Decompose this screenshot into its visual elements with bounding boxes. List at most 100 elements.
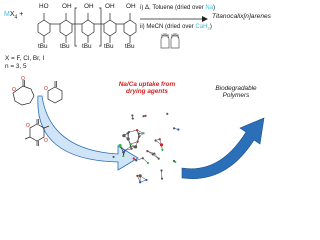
bond — [124, 146, 131, 151]
tert-butyl-label: tBu — [60, 43, 70, 50]
atom — [126, 137, 130, 141]
bond — [136, 129, 144, 134]
atom — [130, 147, 133, 150]
lactide-structure: O O — [24, 119, 50, 146]
atom — [151, 153, 154, 156]
aryl-ring — [59, 19, 73, 37]
bond — [154, 153, 159, 159]
uptake-label: Na/Ca uptake from drying agents — [112, 81, 182, 96]
atom — [123, 149, 126, 152]
hydroxyl-label: OH — [62, 3, 72, 10]
svg-text:O: O — [44, 86, 48, 92]
atom — [153, 152, 156, 155]
bond — [136, 157, 143, 161]
bond — [140, 179, 147, 183]
atom — [129, 143, 132, 146]
atom — [112, 155, 115, 159]
atom — [160, 177, 164, 180]
tert-butyl-label: tBu — [125, 43, 135, 50]
atom — [133, 145, 138, 149]
bond — [161, 170, 163, 179]
atom — [172, 127, 176, 130]
atom — [174, 160, 177, 164]
condition-step-1: i) Δ, Toluene (dried over Na) — [140, 5, 215, 11]
tert-butyl-label: tBu — [38, 43, 48, 50]
plus-sign: + — [19, 11, 24, 18]
condition-step-2: ii) MeCN (dried over CaH2) — [140, 24, 212, 32]
hydroxyl-label: OH — [126, 3, 136, 10]
svg-text:O: O — [44, 138, 48, 144]
atom — [138, 135, 141, 138]
atom — [136, 140, 139, 143]
atom — [131, 114, 134, 117]
aryl-ring — [81, 19, 95, 37]
hydroxyl-label: OH — [84, 3, 94, 10]
svg-text:O: O — [12, 87, 16, 93]
calixarene-structure — [37, 7, 137, 47]
ring-count-options: n = 3, 5 — [5, 63, 27, 70]
input-curved-arrow — [37, 95, 139, 171]
atom — [122, 134, 126, 138]
atom — [161, 148, 164, 152]
repeat-bracket — [99, 7, 102, 47]
drying-agent-subscript: 2 — [207, 26, 210, 32]
hydroxyl-label: OH — [105, 3, 115, 10]
atom — [145, 178, 148, 182]
atom — [157, 157, 160, 160]
atom — [122, 154, 125, 158]
bond — [147, 150, 155, 154]
polymers-label: Biodegradable Polymers — [206, 85, 266, 100]
bond — [137, 175, 141, 183]
uptake-label-line-2: drying agents — [126, 88, 168, 96]
metal-symbol: M — [4, 11, 10, 18]
atom — [135, 159, 138, 162]
halide-options: X = F, Cl, Br, I — [5, 55, 45, 62]
condition-step-1-close: ) — [213, 5, 216, 11]
atom — [177, 128, 180, 131]
reaction-arrow — [140, 16, 208, 22]
bond — [152, 154, 159, 159]
atom — [139, 181, 142, 184]
crystal-structure — [112, 112, 180, 184]
bond — [128, 129, 137, 133]
condition-step-2-text: ii) MeCN (dried over — [140, 24, 196, 30]
atom — [141, 157, 144, 160]
atom — [160, 169, 163, 172]
condition-step-1-text: i) Δ, Toluene (dried over — [140, 5, 206, 11]
atom — [142, 132, 145, 135]
atom — [132, 157, 135, 160]
atom — [138, 174, 142, 178]
atom — [129, 145, 132, 148]
bond — [130, 141, 138, 145]
atom — [158, 138, 161, 141]
condition-step-2-close: ) — [209, 24, 212, 30]
atom — [154, 139, 157, 142]
atom — [144, 114, 147, 117]
atom — [127, 130, 131, 134]
halide-count: 4 — [14, 14, 18, 21]
gloves-icon — [160, 33, 180, 49]
tert-butyl-label: tBu — [104, 43, 114, 50]
atom — [137, 132, 140, 135]
svg-text:O: O — [26, 123, 30, 129]
repeat-bracket — [74, 7, 77, 47]
aryl-ring — [103, 19, 117, 37]
valerolactone-structure: O — [44, 81, 63, 104]
polymers-label-line-2: Polymers — [222, 92, 250, 100]
bond — [142, 158, 149, 164]
bond — [137, 133, 140, 142]
atom — [135, 129, 139, 132]
atom — [159, 143, 164, 147]
drying-agent-sodium: Na — [205, 5, 214, 11]
aryl-ring — [123, 19, 137, 37]
atom — [131, 117, 134, 120]
atom — [136, 174, 139, 177]
atom — [122, 151, 125, 154]
atom — [146, 161, 150, 165]
bond — [124, 148, 132, 151]
uptake-label-line-1: Na/Ca uptake from — [118, 81, 176, 88]
atom — [146, 150, 149, 153]
atom — [142, 115, 145, 118]
atom — [166, 112, 169, 115]
tert-butyl-label: tBu — [82, 43, 92, 50]
